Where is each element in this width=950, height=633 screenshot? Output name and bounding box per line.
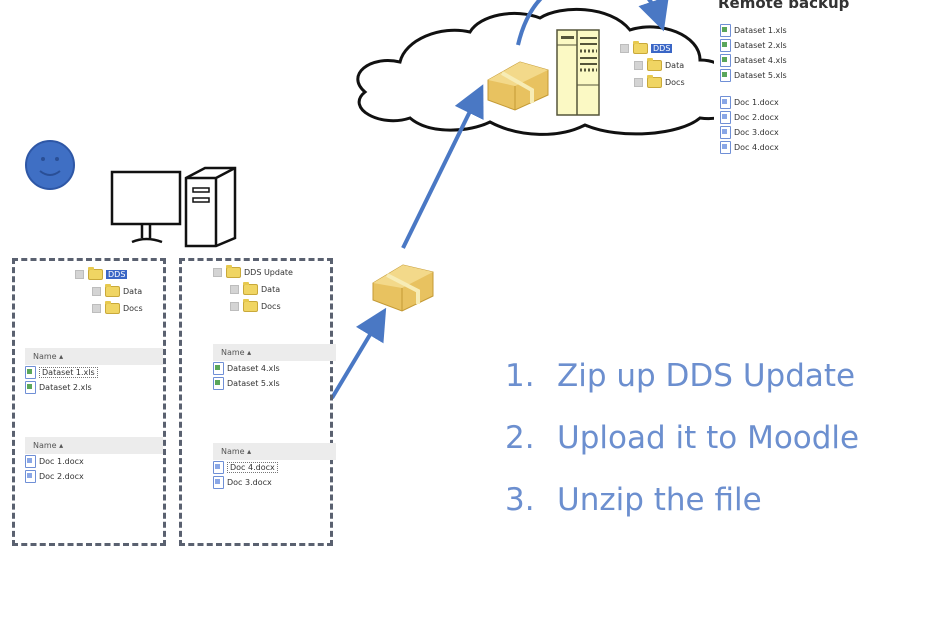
tree-item-dds-update[interactable]: DDS Update [213,264,293,281]
remote-file-list: Dataset 1.xls Dataset 2.xls Dataset 4.xl… [720,23,787,155]
file-item[interactable]: Dataset 2.xls [720,38,787,53]
file-item[interactable]: Doc 1.docx [25,454,163,469]
excel-file-icon [213,377,224,390]
excel-file-icon [25,381,36,394]
file-item[interactable]: Doc 3.docx [213,475,336,490]
file-item[interactable]: Dataset 4.xls [213,361,336,376]
arrow-upload-2 [401,84,484,249]
step-item: 2.Upload it to Moodle [505,420,860,456]
package-icon-cloud [487,61,549,111]
expand-icon[interactable] [634,61,643,70]
folder-icon [226,265,241,278]
expand-icon[interactable] [634,78,643,87]
file-item[interactable]: Doc 2.docx [720,110,787,125]
local-dds-docs-list: Name ▴ Doc 1.docx Doc 2.docx [25,437,163,484]
excel-file-icon [720,54,731,67]
word-file-icon [720,111,731,124]
server-icon [556,29,600,116]
expand-icon[interactable] [230,302,239,311]
remote-folder-tree: DDS Data Docs [620,40,685,91]
file-item[interactable]: Dataset 2.xls [25,380,163,395]
file-item[interactable]: Doc 4.docx [213,460,336,475]
folder-icon [647,75,662,88]
tree-item-data[interactable]: Data [75,283,143,300]
file-item[interactable]: Dataset 5.xls [720,68,787,83]
name-column-header[interactable]: Name ▴ [213,344,336,361]
local-dds-update-panel [179,258,333,546]
user-smiley-icon [25,140,75,190]
word-file-icon [25,470,36,483]
local-update-docs-list: Name ▴ Doc 4.docx Doc 3.docx [213,443,336,490]
folder-icon [243,282,258,295]
word-file-icon [720,126,731,139]
folder-icon [633,41,648,54]
folder-icon [647,58,662,71]
word-file-icon [720,141,731,154]
expand-icon[interactable] [92,304,101,313]
file-item[interactable]: Dataset 4.xls [720,53,787,68]
word-file-icon [25,455,36,468]
file-item[interactable]: Doc 4.docx [720,140,787,155]
folder-icon [88,267,103,280]
file-item[interactable]: Dataset 1.xls [720,23,787,38]
tree-item-dds[interactable]: DDS [75,266,143,283]
folder-icon [243,299,258,312]
steps-list: 1.Zip up DDS Update 2.Upload it to Moodl… [505,358,859,544]
remote-backup-title: Remote backup [718,0,850,12]
tree-item-data[interactable]: Data [213,281,293,298]
step-item: 1.Zip up DDS Update [505,358,856,394]
tree-item-docs[interactable]: Docs [213,298,293,315]
file-item[interactable]: Doc 2.docx [25,469,163,484]
word-file-icon [213,461,224,474]
folder-icon [105,284,120,297]
tree-item-data[interactable]: Data [620,57,685,74]
local-dds-data-list: Name ▴ Dataset 1.xls Dataset 2.xls [25,348,163,395]
expand-icon[interactable] [213,268,222,277]
expand-icon[interactable] [75,270,84,279]
arrow-unzip [516,0,669,46]
excel-file-icon [720,69,731,82]
excel-file-icon [25,366,36,379]
package-icon-transit [372,264,434,312]
computer-icon [110,166,237,248]
word-file-icon [213,476,224,489]
name-column-header[interactable]: Name ▴ [213,443,336,460]
tree-item-docs[interactable]: Docs [620,74,685,91]
expand-icon[interactable] [230,285,239,294]
expand-icon[interactable] [620,44,629,53]
file-item[interactable]: Doc 1.docx [720,95,787,110]
excel-file-icon [720,39,731,52]
arrow-upload-1 [330,307,387,400]
word-file-icon [720,96,731,109]
local-update-data-list: Name ▴ Dataset 4.xls Dataset 5.xls [213,344,336,391]
tree-item-dds[interactable]: DDS [620,40,685,57]
expand-icon[interactable] [92,287,101,296]
file-item[interactable]: Dataset 1.xls [25,365,163,380]
excel-file-icon [213,362,224,375]
step-item: 3.Unzip the file [505,482,762,518]
name-column-header[interactable]: Name ▴ [25,348,163,365]
local-dds-panel [12,258,166,546]
tree-item-docs[interactable]: Docs [75,300,143,317]
file-item[interactable]: Doc 3.docx [720,125,787,140]
remote-panel-bg [714,20,824,170]
excel-file-icon [720,24,731,37]
local-update-tree: DDS Update Data Docs [213,264,293,315]
name-column-header[interactable]: Name ▴ [25,437,163,454]
folder-icon [105,301,120,314]
file-item[interactable]: Dataset 5.xls [213,376,336,391]
local-dds-tree: DDS Data Docs [75,266,143,317]
